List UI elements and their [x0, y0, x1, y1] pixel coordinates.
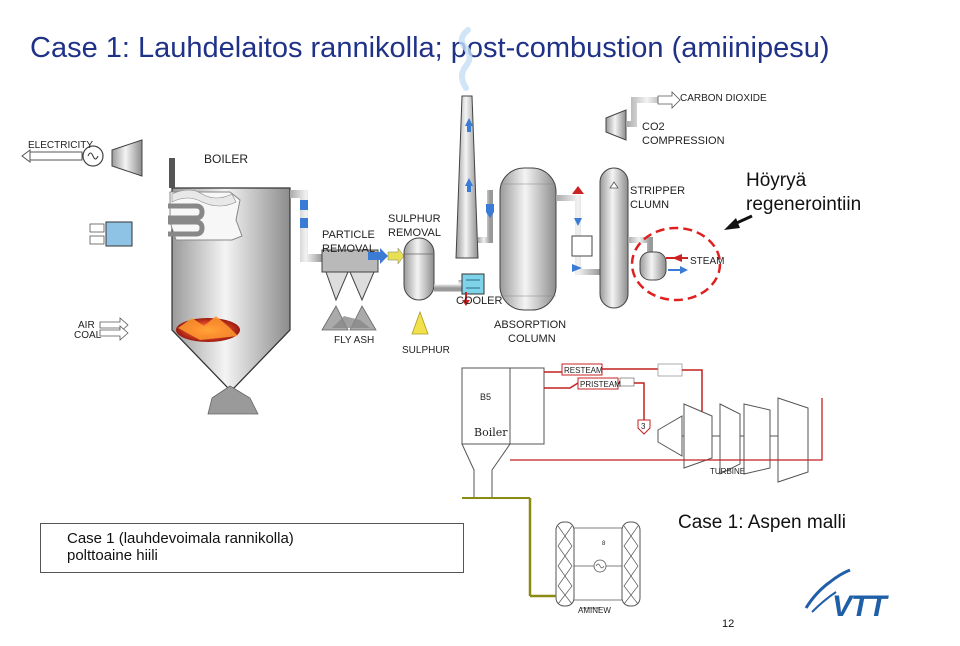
generator	[82, 145, 104, 167]
vtt-logo-text: VTT	[832, 590, 889, 623]
aspen-label-resteam: RESTEAM	[564, 366, 603, 375]
electricity-arrow	[21, 149, 83, 163]
feedwater-pump	[89, 221, 172, 247]
co2-compressor	[605, 91, 681, 141]
stack	[455, 27, 494, 259]
aspen-label-8: 8	[602, 541, 606, 547]
label-boiler: BOILER	[204, 152, 248, 166]
label-electricity: ELECTRICITY	[28, 140, 93, 151]
sulphur-removal-vessel	[403, 237, 435, 335]
air-coal-inlet	[99, 317, 172, 341]
aspen-label-turbine: TURBINE	[710, 467, 745, 476]
aspen-title: Case 1: Aspen malli	[678, 512, 846, 533]
boiler	[118, 158, 291, 415]
aspen-label-boiler: Boiler	[474, 426, 508, 439]
aspen-stream-3-tag	[637, 419, 651, 435]
label-coal: COAL	[74, 330, 102, 341]
case-description-box: Case 1 (lauhdevoimala rannikolla) poltto…	[40, 523, 464, 573]
case-line-1: Case 1 (lauhdevoimala rannikolla)	[67, 530, 294, 547]
aspen-return-stream	[510, 398, 823, 461]
page-number: 12	[722, 618, 735, 630]
particle-removal-unit	[321, 249, 379, 331]
cooler	[461, 273, 485, 295]
label-carbon-dioxide: CARBON DIOXIDE	[680, 93, 767, 104]
label-fly-ash: FLY ASH	[334, 335, 374, 346]
boiler-flame	[176, 316, 240, 342]
reboiler	[639, 251, 688, 281]
steam-callout-circle	[630, 226, 722, 302]
callout-arrow	[724, 214, 753, 230]
label-sulphur: SULPHUR	[402, 345, 450, 356]
slide-title: Case 1: Lauhdelaitos rannikolla; post-co…	[30, 32, 830, 64]
aspen-label-b5: B5	[480, 392, 491, 402]
label-cooler: COOLER	[456, 295, 503, 307]
aspen-label-3: 3	[641, 422, 646, 431]
label-steam: STEAM	[690, 256, 724, 267]
boiler-coil-tubes	[168, 203, 205, 237]
aspen-resteam-stream	[544, 363, 703, 416]
stripper-column	[599, 130, 629, 309]
aspen-label-aminew: AMINEW	[578, 606, 611, 615]
absorption-column	[499, 167, 557, 311]
label-air: AIR	[78, 320, 95, 331]
case-line-2: polttoaine hiili	[67, 547, 158, 564]
vtt-logo: VTT	[804, 568, 890, 623]
aspen-amine-unit	[462, 497, 641, 609]
heat-exchanger	[571, 235, 593, 257]
steam-turbine	[111, 139, 143, 222]
aspen-label-pristeam: PRISTEAM	[580, 380, 621, 389]
aspen-turbines	[657, 397, 809, 483]
aspen-pristeam-stream	[544, 377, 645, 420]
